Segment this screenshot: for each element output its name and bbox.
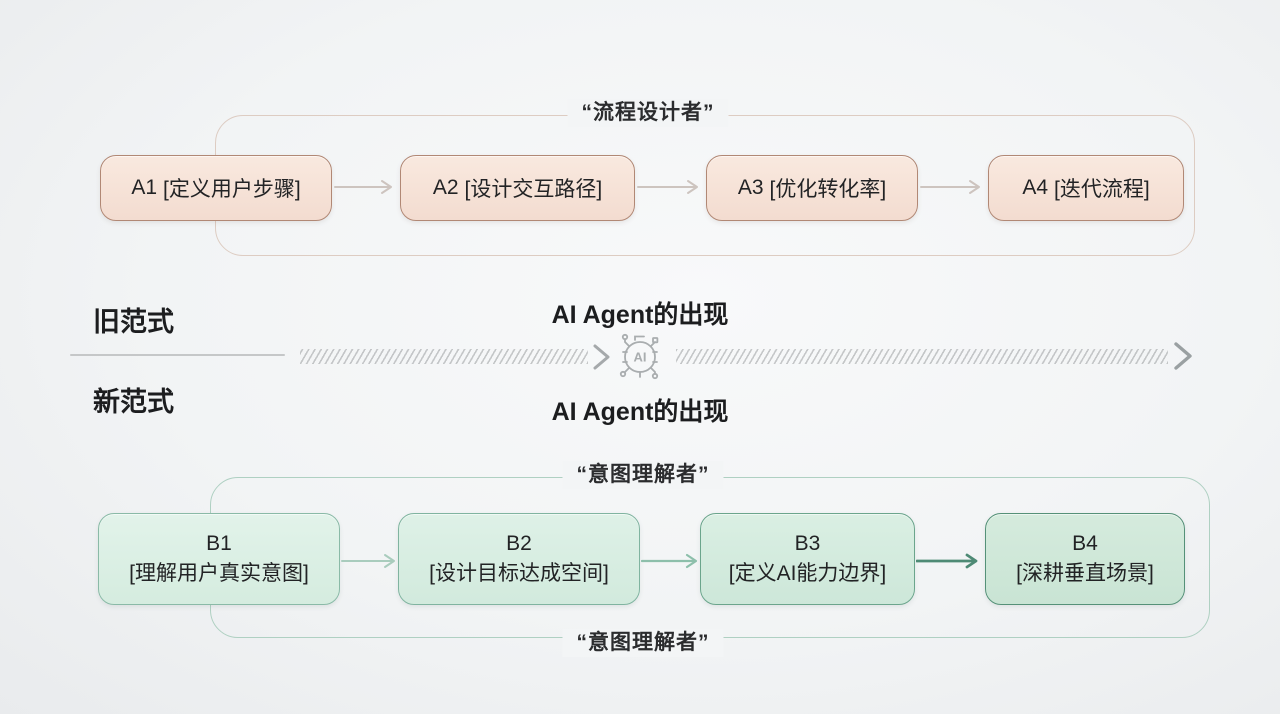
step-box-a3: A3 [优化转化率] xyxy=(706,155,918,221)
step-code: B1 xyxy=(206,531,232,555)
new-paradigm-section-title-bottom: “意图理解者” xyxy=(562,629,724,657)
transition-arrowhead-end-icon xyxy=(1174,342,1192,370)
step-box-b1: B1 [理解用户真实意图] xyxy=(98,513,340,605)
arrow-b1-b2-icon xyxy=(341,554,395,568)
transition-arrowhead-mid-icon xyxy=(593,344,610,370)
step-label: [定义用户步骤] xyxy=(163,178,301,201)
arrow-a2-a3-icon xyxy=(637,180,698,194)
step-box-b2: B2 [设计目标达成空间] xyxy=(398,513,640,605)
arrow-a1-a2-icon xyxy=(334,180,392,194)
old-paradigm-section-title: “流程设计者” xyxy=(567,99,729,127)
new-paradigm-row-label: 新范式 xyxy=(93,387,174,417)
step-code: B3 xyxy=(794,531,821,555)
transition-caption-bottom: AI Agent的出现 xyxy=(551,398,729,426)
step-label: [理解用户真实意图] xyxy=(129,562,309,585)
arrow-b2-b3-icon xyxy=(641,553,698,569)
step-box-a2: A2 [设计交互路径] xyxy=(400,155,635,221)
paradigm-divider xyxy=(70,354,285,356)
ai-chip-icon: AI xyxy=(619,333,659,380)
step-label: [设计交互路径] xyxy=(464,178,603,201)
step-code: A3 xyxy=(737,176,764,199)
step-label: [设计目标达成空间] xyxy=(429,562,609,585)
transition-arrow-shaft-right xyxy=(676,349,1168,364)
step-code: B2 xyxy=(506,531,532,555)
step-code: A1 xyxy=(131,176,157,199)
step-label: [迭代流程] xyxy=(1054,178,1150,201)
old-paradigm-row-label: 旧范式 xyxy=(93,307,174,337)
step-label: [优化转化率] xyxy=(769,178,887,201)
step-label: [定义AI能力边界] xyxy=(728,562,887,585)
arrow-b3-b4-icon xyxy=(916,553,978,569)
step-code: A2 xyxy=(432,176,459,199)
new-paradigm-section-title-top: “意图理解者” xyxy=(562,461,724,489)
transition-caption-top: AI Agent的出现 xyxy=(551,301,729,329)
transition-arrow-shaft-left xyxy=(300,349,588,364)
step-box-a4: A4 [迭代流程] xyxy=(988,155,1184,221)
step-code: A4 xyxy=(1022,176,1048,199)
step-box-b3: B3 [定义AI能力边界] xyxy=(700,513,915,605)
step-code: B4 xyxy=(1072,531,1098,555)
step-label: [深耕垂直场景] xyxy=(1016,562,1154,585)
step-box-a1: A1 [定义用户步骤] xyxy=(100,155,332,221)
step-box-b4: B4 [深耕垂直场景] xyxy=(985,513,1185,605)
svg-text:AI: AI xyxy=(634,350,647,365)
arrow-a3-a4-icon xyxy=(920,180,980,194)
